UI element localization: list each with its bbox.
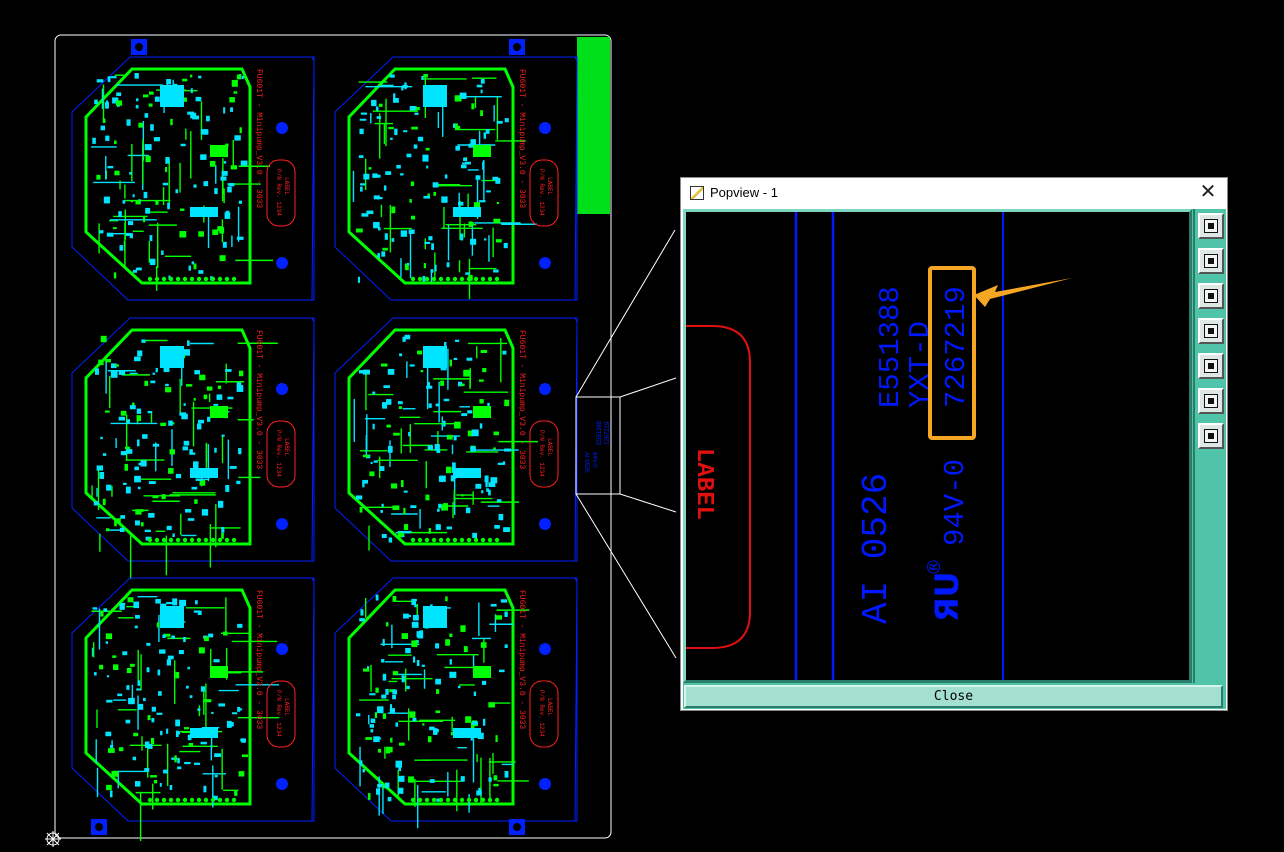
zoom-out-icon-glyph xyxy=(1204,429,1218,443)
window-close-icon[interactable]: ✕ xyxy=(1199,181,1217,203)
svg-text:P/N Rev. 1234: P/N Rev. 1234 xyxy=(538,430,545,477)
title-bar[interactable]: Popview - 1 ✕ xyxy=(681,178,1227,208)
svg-text:LABEL: LABEL xyxy=(546,698,553,716)
svg-text:LABEL: LABEL xyxy=(283,438,290,456)
fit-window-icon-glyph xyxy=(1204,219,1218,233)
popview-frame: LABEL E551388 YXT-D 7267219 AI 0526 94V-… xyxy=(683,209,1226,709)
label-outline-arc xyxy=(686,325,751,649)
marking-7267219: 7267219 xyxy=(940,286,973,408)
svg-text:FU601T - Minipump_V3.0 - 3033: FU601T - Minipump_V3.0 - 3033 xyxy=(517,330,526,469)
svg-text:FU601T - Minipump_V3.0 - 3033: FU601T - Minipump_V3.0 - 3033 xyxy=(517,590,526,729)
fit-window-icon[interactable] xyxy=(1198,213,1224,239)
svg-text:E551388: E551388 xyxy=(597,420,603,445)
svg-text:FU601T - Minipump_V3.0 - 3033: FU601T - Minipump_V3.0 - 3033 xyxy=(254,590,263,729)
zoom-label-text: LABEL xyxy=(690,448,717,520)
zoom-in-icon-glyph xyxy=(1204,394,1218,408)
svg-text:FU601T - Minipump_V3.0 - 3033: FU601T - Minipump_V3.0 - 3033 xyxy=(254,69,263,208)
svg-text:LABEL: LABEL xyxy=(546,177,553,195)
svg-text:P/N Rev. 1234: P/N Rev. 1234 xyxy=(538,169,545,216)
green-rail xyxy=(577,37,610,214)
popview-toolbar xyxy=(1193,209,1226,683)
pan-down-icon[interactable] xyxy=(1198,283,1224,309)
registered-mark: ® xyxy=(924,558,945,576)
zoom-in-icon[interactable] xyxy=(1198,388,1224,414)
svg-text:7267219: 7267219 xyxy=(605,421,611,445)
marking-ai0526: AI 0526 xyxy=(856,473,897,624)
pan-down-icon-glyph xyxy=(1204,289,1218,303)
origin-marker xyxy=(45,831,61,847)
close-button[interactable]: Close xyxy=(684,685,1223,708)
zoom-source-region: AI 0526 94V-0 E551388 7267219 xyxy=(575,396,621,495)
app-icon xyxy=(690,186,704,200)
svg-text:LABEL: LABEL xyxy=(283,177,290,195)
pan-right-icon[interactable] xyxy=(1198,353,1224,379)
zoom-out-icon[interactable] xyxy=(1198,423,1224,449)
pan-up-icon-glyph xyxy=(1204,254,1218,268)
svg-text:LABEL: LABEL xyxy=(283,698,290,716)
svg-text:94V-0: 94V-0 xyxy=(591,452,597,468)
svg-text:AI 0526: AI 0526 xyxy=(583,452,589,473)
highlight-arrow xyxy=(974,278,1072,307)
zoom-canvas[interactable]: LABEL E551388 YXT-D 7267219 AI 0526 94V-… xyxy=(683,209,1192,683)
pan-left-icon[interactable] xyxy=(1198,318,1224,344)
ul-recognized-mark: ЯU xyxy=(928,571,966,622)
svg-text:LABEL: LABEL xyxy=(546,438,553,456)
svg-text:FU601T - Minipump_V3.0 - 3033: FU601T - Minipump_V3.0 - 3033 xyxy=(254,330,263,469)
marking-yxt-d: YXT-D xyxy=(904,321,937,408)
svg-text:FU601T - Minipump_V3.0 - 3033: FU601T - Minipump_V3.0 - 3033 xyxy=(517,69,526,208)
highlight-box xyxy=(928,266,976,440)
svg-text:P/N Rev. 1234: P/N Rev. 1234 xyxy=(538,690,545,737)
svg-text:P/N Rev. 1234: P/N Rev. 1234 xyxy=(275,690,282,737)
svg-text:P/N Rev. 1234: P/N Rev. 1234 xyxy=(275,430,282,477)
marking-e551388: E551388 xyxy=(874,286,907,408)
pan-left-icon-glyph xyxy=(1204,324,1218,338)
panel-outline xyxy=(54,34,612,839)
svg-text:P/N Rev. 1234: P/N Rev. 1234 xyxy=(275,169,282,216)
pan-up-icon[interactable] xyxy=(1198,248,1224,274)
marking-94v0: 94V-0 xyxy=(939,459,972,546)
magnifier-leader-lines xyxy=(575,229,677,659)
pan-right-icon-glyph xyxy=(1204,359,1218,373)
popview-window[interactable]: Popview - 1 ✕ LABEL E551388 YXT-D 726721… xyxy=(680,177,1228,711)
window-title: Popview - 1 xyxy=(710,185,778,200)
